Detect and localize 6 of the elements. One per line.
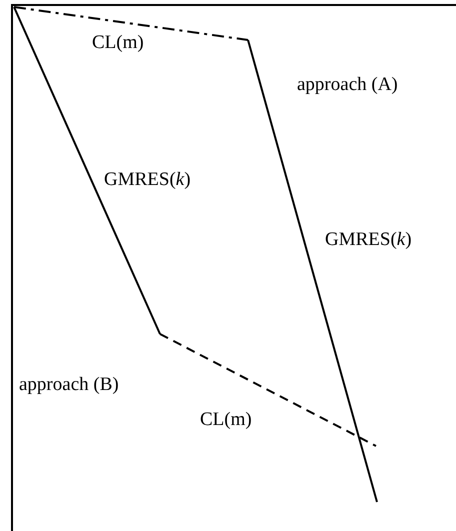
curve-label: approach (B): [19, 375, 119, 394]
curve-label: approach (A): [297, 75, 398, 94]
curve-label: CL(m): [92, 33, 144, 52]
curve-label: GMRES(k): [325, 230, 412, 249]
curve-label: GMRES(k): [104, 170, 191, 189]
curve-label: CL(m): [200, 410, 252, 429]
